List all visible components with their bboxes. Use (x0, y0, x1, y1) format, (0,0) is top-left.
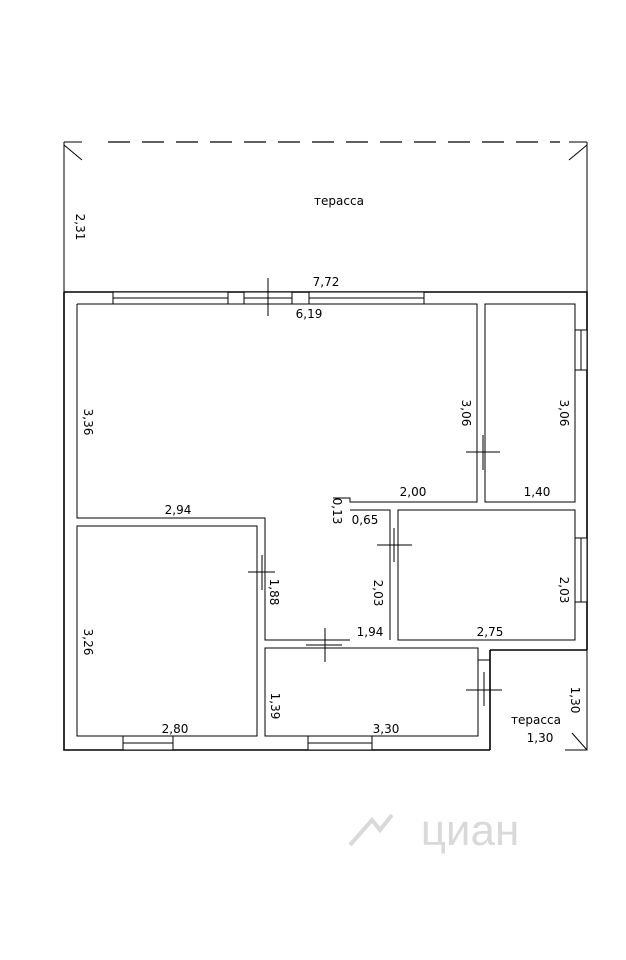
dim-bath-height: 1,39 (268, 693, 282, 720)
room-bath (264, 647, 479, 737)
dim-right-room-width: 1,40 (524, 485, 551, 499)
dim-living-height: 3,36 (81, 409, 95, 436)
dim-mid-room-width: 2,75 (477, 625, 504, 639)
dim-terrace-depth: 2,31 (73, 214, 87, 241)
dim-hall-height: 1,88 (267, 579, 281, 606)
dim-corridor-width: 2,00 (400, 485, 427, 499)
terrace-corner-left (63, 141, 83, 161)
small-terrace-label: терасса (511, 713, 561, 727)
dim-overall-width: 7,72 (313, 275, 340, 289)
room-mid-right (397, 509, 576, 641)
dim-door-065: 0,65 (352, 513, 379, 527)
dim-living-height-right: 3,06 (459, 400, 473, 427)
room-right-small (484, 303, 576, 503)
doors (248, 278, 502, 706)
terrace-corner-right (568, 141, 588, 161)
door-mid-room (377, 528, 412, 562)
room-bedroom-left (76, 525, 258, 737)
dim-mid-room-height: 2,03 (371, 580, 385, 607)
dim-hall-width: 1,94 (357, 625, 384, 639)
dim-right-room-height: 3,06 (557, 400, 571, 427)
dim-bath-width: 3,30 (373, 722, 400, 736)
watermark: циан (348, 806, 520, 855)
door-terrace-small (466, 672, 502, 706)
door-right-room (466, 435, 500, 470)
small-terrace-corner (571, 732, 588, 751)
terrace-label: терасса (314, 194, 364, 208)
dim-bedroom-left-width: 2,94 (165, 503, 192, 517)
watermark-text: циан (421, 806, 520, 855)
dim-mid-room-height-right: 2,03 (557, 577, 571, 604)
door-bedroom (248, 555, 275, 590)
dim-bedroom-left-height: 3,26 (81, 629, 95, 656)
windows (112, 291, 588, 751)
hall-wall (350, 509, 391, 640)
door-bath (306, 628, 342, 662)
dim-small-terrace-width: 1,30 (527, 731, 554, 745)
dim-step-013: 0,13 (330, 498, 344, 525)
dim-living-width: 6,19 (296, 307, 323, 321)
dim-small-terrace-height: 1,30 (568, 687, 582, 714)
watermark-logo-icon (348, 813, 394, 847)
terrace-outline (63, 141, 588, 292)
outer-walls (63, 291, 588, 751)
dim-bedroom-left-width-inner: 2,80 (162, 722, 189, 736)
